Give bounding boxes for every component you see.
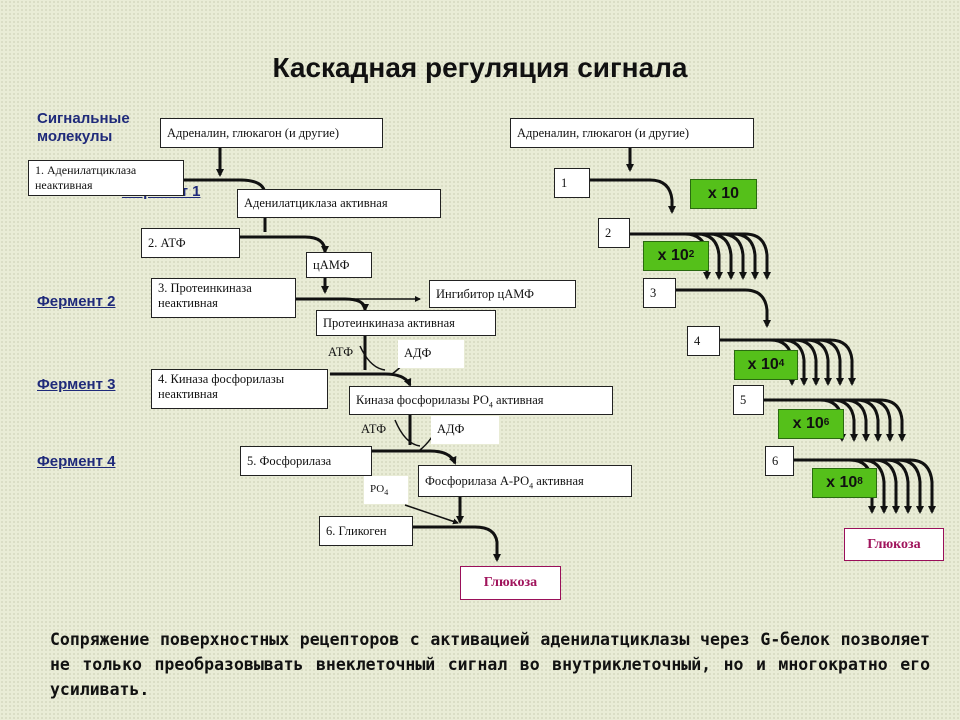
adenylate-inactive-line2: неактивная xyxy=(35,178,93,192)
phosphorylase-a-active-box: Фосфорилаза А-РО4 активная xyxy=(418,465,632,497)
factor-3-base: х 10 xyxy=(747,356,779,373)
amp-hormones-box: Адреналин, глюкагон (и другие) xyxy=(510,118,754,148)
factor-1-base: х 10 xyxy=(707,185,740,202)
phk-inactive-line1: 4. Киназа фосфорилазы xyxy=(158,372,285,386)
signal-molecules-label: Сигнальные молекулы xyxy=(37,110,130,146)
signal-molecules-line1: Сигнальные xyxy=(37,110,130,127)
amp-step-3: 3 xyxy=(643,278,676,308)
protein-kinase-active-box: Протеинкиназа активная xyxy=(316,310,496,336)
factor-x10: х 10 xyxy=(690,179,757,209)
adenylate-inactive-line1: 1. Аденилатциклаза xyxy=(35,163,137,177)
phk-active-post: активная xyxy=(492,393,544,407)
signal-molecules-line2: молекулы xyxy=(37,128,113,145)
phk-active-pre: Киназа фосфорилазы РО xyxy=(356,393,489,407)
adp-label-1: АДФ xyxy=(398,340,464,368)
factor-2-base: х 10 xyxy=(657,247,689,264)
phosphorylase-kinase-active-box: Киназа фосфорилазы РО4 активная xyxy=(349,386,613,415)
po4-sub: 4 xyxy=(384,488,389,498)
caption-text: Сопряжение поверхностных рецепторов с ак… xyxy=(50,630,930,699)
protein-kinase-inactive-box: 3. Протеинкиназа неактивная xyxy=(151,278,296,318)
factor-4-base: х 10 xyxy=(792,415,824,432)
amp-step-1: 1 xyxy=(554,168,590,198)
phosphorylase-kinase-inactive-box: 4. Киназа фосфорилазы неактивная xyxy=(151,369,328,409)
factor-2-exp: 2 xyxy=(688,248,695,260)
camp-box: цАМФ xyxy=(306,252,372,278)
enzyme4-label: Фермент 4 xyxy=(37,453,116,470)
phos-a-sub: 4 xyxy=(529,481,534,491)
pk-inactive-line1: 3. Протеинкиназа xyxy=(158,281,252,295)
glycogen-box: 6. Гликоген xyxy=(319,516,413,546)
amp-step-6: 6 xyxy=(765,446,794,476)
phosphorylase-box: 5. Фосфорилаза xyxy=(240,446,372,476)
atp-label-1: АТФ xyxy=(328,345,354,359)
glucose-box-right: Глюкоза xyxy=(844,528,944,561)
phos-a-pre: Фосфорилаза А-РО xyxy=(425,474,530,488)
atp-box: 2. АТФ xyxy=(141,228,240,258)
amp-step-2: 2 xyxy=(598,218,630,248)
phk-active-sub: 4 xyxy=(488,400,493,410)
po4-pre: РО xyxy=(370,483,385,495)
camp-inhibitor-box: Ингибитор цАМФ xyxy=(429,280,576,308)
phk-inactive-line2: неактивная xyxy=(158,387,218,401)
amplification-arrows xyxy=(590,148,936,514)
adenylate-cyclase-inactive-box: 1. Аденилатциклаза неактивная xyxy=(28,160,184,196)
pk-inactive-line2: неактивная xyxy=(158,296,218,310)
factor-3-exp: 4 xyxy=(778,357,785,369)
enzyme3-label: Фермент 3 xyxy=(37,376,116,393)
page-title: Каскадная регуляция сигнала xyxy=(272,52,688,83)
phos-a-post: активная xyxy=(533,474,584,488)
factor-5-exp: 8 xyxy=(857,475,863,487)
enzyme2-label: Фермент 2 xyxy=(37,293,116,310)
hormones-box: Адреналин, глюкагон (и другие) xyxy=(160,118,383,148)
glucose-box-left: Глюкоза xyxy=(460,566,561,600)
po4-label: РО4 xyxy=(364,476,408,504)
factor-4-exp: 6 xyxy=(823,416,830,428)
amp-step-5: 5 xyxy=(733,385,764,415)
atp-label-2: АТФ xyxy=(361,422,387,436)
factor-5-base: х 10 xyxy=(826,474,858,491)
adenylate-cyclase-active-box: Аденилатциклаза активная xyxy=(237,189,441,218)
amp-step-4: 4 xyxy=(687,326,720,356)
adp-label-2: АДФ xyxy=(431,416,499,444)
